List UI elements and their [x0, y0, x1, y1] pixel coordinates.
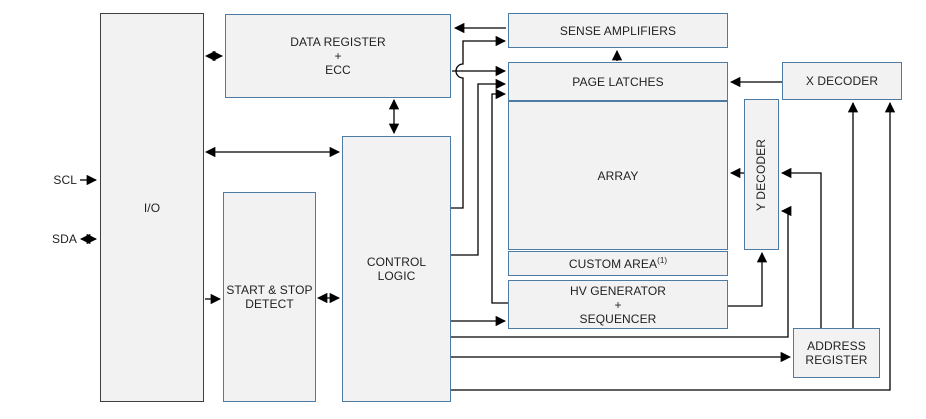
block-sense-amplifiers-label: SENSE AMPLIFIERS: [559, 23, 677, 38]
block-page-latches: PAGE LATCHES: [508, 62, 728, 101]
block-sense-amplifiers: SENSE AMPLIFIERS: [508, 13, 728, 48]
conn-control-logic-to-x-decoder: [451, 101, 896, 391]
block-data-register-line: DATA REGISTER: [290, 35, 386, 49]
block-hv-generator: HV GENERATOR + SEQUENCER: [508, 280, 728, 329]
block-control-logic: CONTROL LOGIC: [342, 136, 451, 402]
sda-label: SDA: [52, 232, 77, 246]
block-control-logic-line: CONTROL: [366, 255, 427, 269]
block-io-label: I/O: [143, 200, 161, 215]
block-x-decoder-label: X DECODER: [805, 74, 879, 88]
conn-control-logic-to-sense-amplifiers: [451, 35, 507, 209]
scl-label: SCL: [53, 173, 77, 187]
sda-signal-label: SDA: [40, 232, 77, 246]
block-start-stop-detect-line: START & STOP: [226, 283, 313, 297]
block-hv-generator-line: HV GENERATOR: [569, 283, 667, 298]
block-start-stop-detect: START & STOP DETECT: [223, 192, 316, 402]
block-y-decoder-label: Y DECODER: [754, 138, 769, 211]
block-data-register-line: +: [334, 49, 342, 63]
block-custom-area: CUSTOM AREA(1): [508, 251, 728, 276]
block-x-decoder: X DECODER: [782, 62, 902, 100]
conn-control-logic-to-page-latches: [451, 78, 507, 256]
block-address-register: ADDRESS REGISTER: [793, 328, 880, 378]
block-address-register-line: REGISTER: [805, 353, 868, 367]
block-io: I/O: [100, 13, 204, 402]
conn-address-register-to-y-decoder: [780, 167, 822, 328]
block-data-register: DATA REGISTER + ECC: [225, 14, 451, 98]
conn-hv-generator-to-page-latches: [491, 88, 508, 304]
block-address-register-line: ADDRESS: [807, 339, 866, 353]
block-page-latches-label: PAGE LATCHES: [572, 74, 664, 89]
block-array-label: ARRAY: [597, 168, 639, 183]
conn-control-logic-to-y-decoder: [451, 205, 792, 338]
block-y-decoder: Y DECODER: [744, 99, 779, 250]
block-start-stop-detect-line: DETECT: [245, 297, 294, 311]
block-control-logic-line: LOGIC: [377, 269, 416, 283]
custom-area-footnote-marker: (1): [657, 255, 668, 265]
block-data-register-line: ECC: [325, 63, 351, 77]
block-hv-generator-line: SEQUENCER: [579, 311, 657, 326]
block-custom-area-label: CUSTOM AREA(1): [568, 255, 668, 271]
block-array: ARRAY: [508, 101, 728, 250]
scl-signal-label: SCL: [40, 173, 77, 187]
block-hv-generator-line: +: [614, 297, 622, 312]
conn-hv-generator-to-y-decoder: [728, 251, 768, 307]
